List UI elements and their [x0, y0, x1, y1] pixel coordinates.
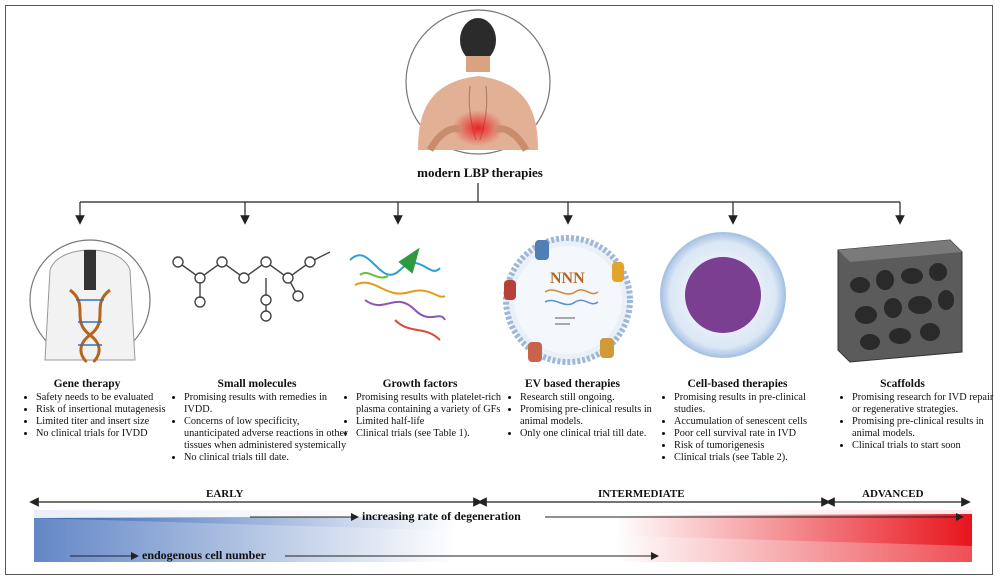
list-item: Research still ongoing. [520, 392, 660, 404]
column-title-ev-based-therapies: EV based therapies [525, 378, 620, 390]
column-title-gene-therapy: Gene therapy [53, 378, 121, 390]
endogenous-cell-number-label: endogenous cell number [142, 548, 267, 562]
back-pain-illustration [405, 9, 551, 155]
scaffolds-bullets: Promising research for IVD repair or reg… [840, 392, 994, 452]
list-item: Accumulation of senescent cells [674, 416, 834, 428]
list-item: Limited titer and insert size [36, 416, 171, 428]
list-item: Risk of tumorigenesis [674, 440, 834, 452]
small-molecule-illustration [172, 251, 331, 322]
column-title-scaffolds: Scaffolds [880, 378, 925, 390]
column-title-small-molecules: Small molecules [217, 378, 297, 390]
list-item: Only one clinical trial till date. [520, 428, 660, 440]
column-title-growth-factors: Growth factors [382, 378, 458, 390]
list-item: Clinical trials (see Table 2). [674, 452, 834, 464]
small-molecules-bullets: Promising results with remedies in IVDD.… [172, 392, 350, 464]
list-item: Clinical trials to start soon [852, 440, 994, 452]
list-item: Promising results with platelet-rich pla… [356, 392, 508, 416]
degeneration-rate-label: increasing rate of degeneration [362, 509, 521, 523]
extracellular-vesicle-illustration: NNN [503, 235, 633, 365]
gene-therapy-bullets: Safety needs to be evaluated Risk of ins… [24, 392, 171, 440]
list-item: No clinical trials for IVDD [36, 428, 171, 440]
diagram-title: modern LBP therapies [417, 165, 543, 180]
growth-factors-bullets: Promising results with platelet-rich pla… [344, 392, 508, 440]
list-item: Promising results in pre-clinical studie… [674, 392, 834, 416]
list-item: Promising pre-clinical results in animal… [520, 404, 660, 428]
list-item: Limited half-life [356, 416, 508, 428]
growth-factor-illustration [349, 247, 446, 341]
list-item: Poor cell survival rate in IVD [674, 428, 834, 440]
list-item: Clinical trials (see Table 1). [356, 428, 508, 440]
list-item: Safety needs to be evaluated [36, 392, 171, 404]
svg-text:NNN: NNN [550, 270, 585, 287]
list-item: Risk of insertional mutagenesis [36, 404, 171, 416]
gene-therapy-illustration [29, 239, 151, 363]
list-item: Promising pre-clinical results in animal… [852, 416, 994, 440]
list-item: Promising results with remedies in IVDD. [184, 392, 350, 416]
degeneration-gradient-bar [34, 510, 972, 562]
scaffold-illustration [837, 239, 963, 363]
stage-label-intermediate: INTERMEDIATE [598, 488, 685, 500]
column-title-cell-based-therapies: Cell-based therapies [687, 378, 788, 390]
connector-tree [75, 183, 905, 225]
figure-frame [5, 5, 993, 575]
cell-illustration [660, 232, 786, 358]
list-item: Concerns of low specificity, unanticipat… [184, 416, 350, 452]
list-item: Promising research for IVD repair or reg… [852, 392, 994, 416]
ev-based-therapies-bullets: Research still ongoing. Promising pre-cl… [508, 392, 660, 440]
list-item: No clinical trials till date. [184, 452, 350, 464]
stage-label-advanced: ADVANCED [862, 488, 924, 500]
cell-based-therapies-bullets: Promising results in pre-clinical studie… [662, 392, 834, 464]
stage-label-early: EARLY [206, 488, 244, 500]
